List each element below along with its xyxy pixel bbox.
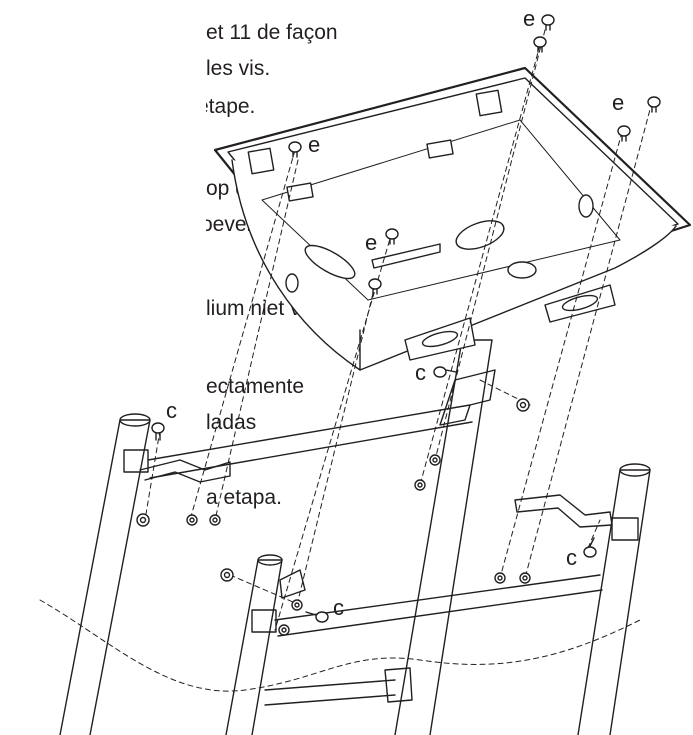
side-hole-left [285,273,299,293]
bolt-c-3 [583,537,597,558]
label-e-top: e [523,6,535,31]
leg-front-left-cap [119,413,151,427]
tab-4 [286,182,314,202]
label-c-right: c [566,545,577,570]
grill-frame [59,339,651,735]
bolt-c-4 [305,611,329,623]
guide-10 [144,429,161,521]
firebox [213,66,692,371]
fasteners [136,14,661,636]
guide-12 [587,519,601,549]
nut-7 [220,568,234,582]
tab-5 [371,243,441,269]
guide-4 [296,284,376,606]
text-fragment-fr-3: étape. [206,96,286,117]
guide-5 [434,29,546,461]
text-fragment-pt-1: ectamente [206,375,305,398]
leg-right-bracket [611,517,639,541]
bracket-center [439,369,496,426]
vent-hole-left [304,244,356,280]
tab-2 [475,89,503,117]
side-hole-right [578,194,594,218]
leg-right [577,469,651,735]
nut-5 [414,479,426,491]
text-fragment-pt-2: ladas [206,411,257,434]
nut-11 [519,572,531,584]
leg-right-cap [619,463,651,477]
guide-8 [499,131,623,579]
text-fragment-fr-3-text: étape. [206,96,256,117]
label-e-right: e [612,90,624,115]
vent-hole-right [507,261,537,279]
bottom-bracket [384,667,413,703]
guide-6 [419,44,541,486]
leg-front-left-bracket [123,449,149,473]
leg-front-center-cap [257,554,283,566]
bolt-e-4 [617,125,631,142]
label-c-center: c [415,360,426,385]
label-e-left: e [308,132,320,157]
bracket-right [514,494,613,528]
label-e-center: e [365,230,377,255]
tab-1 [247,147,275,175]
leg-front-left [59,419,151,735]
bolt-e-5 [288,141,302,158]
leg-front-center-bracket [251,609,277,633]
nut-4 [429,454,441,466]
vent-hole-center [455,220,505,250]
tab-3 [426,139,454,159]
bracket-slot-left [421,330,459,348]
lower-crossbar [274,574,603,637]
nut-2 [186,514,198,526]
bolt-e-3 [647,96,661,113]
bracket-front [279,569,306,599]
bracket-slot-right [561,294,599,312]
guide-7 [524,101,653,579]
cut-line [39,599,641,692]
text-fragment-fr-1: et 11 de façon [206,21,338,44]
bolt-e-6 [385,228,399,245]
nut-3 [209,514,221,526]
guide-1 [189,149,296,521]
bolt-e-2 [533,36,547,53]
firebox-bowl [231,159,677,371]
text-fragment-fr-2: les vis. [206,57,271,80]
bolt-e-7 [368,278,382,295]
nut-6 [516,398,530,412]
nut-10 [494,572,506,584]
bolt-c-1 [151,422,165,441]
bottom-crossbar [264,679,396,706]
guide-2 [214,159,299,521]
leg-front-center [225,559,283,735]
nut-1 [136,513,150,527]
label-c-left: c [166,398,177,423]
bolt-e-top [541,14,555,31]
text-fragment-pt-3: a etapa. [206,486,282,509]
bolt-c-2 [433,366,457,378]
nut-8 [291,599,303,611]
guide-3 [274,231,393,631]
label-c-bottom: c [333,595,344,620]
leg-rear-center [394,339,493,735]
front-crossbar [147,404,473,479]
guide-11 [229,574,301,606]
bracket-left [139,459,231,483]
assembly-guide-lines [144,29,653,631]
nut-9 [278,624,290,636]
